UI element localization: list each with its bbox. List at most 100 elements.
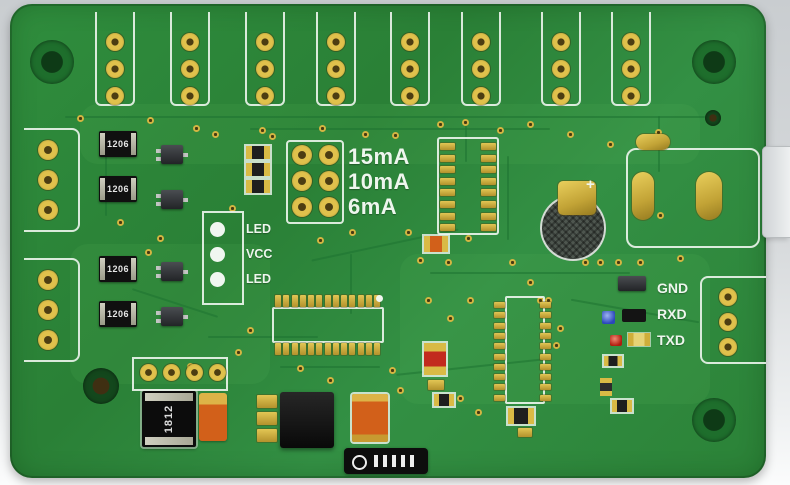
ic-footprint-outline (437, 137, 499, 235)
chip-black (622, 309, 646, 322)
diode-marking: 1206 (106, 184, 130, 194)
soic-pad (540, 343, 551, 349)
soic-pad (349, 343, 355, 355)
th-pad (186, 364, 203, 381)
copper-trace (507, 156, 509, 240)
soic-pad (494, 343, 505, 349)
th-pad (106, 87, 124, 105)
soic-pad (540, 333, 551, 339)
th-pad (472, 60, 490, 78)
top-connector-outline-7 (541, 12, 581, 106)
soic-pad (494, 323, 505, 329)
via (465, 235, 472, 242)
jumper-pad (292, 197, 312, 217)
soic-pad (300, 343, 306, 355)
top-connector-outline-3 (245, 12, 285, 106)
diode-1206-2: 1206 (99, 176, 137, 202)
th-pad (38, 140, 58, 160)
diode-terminal (100, 133, 105, 155)
ic-pad (440, 143, 455, 150)
th-pad (256, 87, 274, 105)
left-connector-outline-2 (24, 258, 80, 362)
via (349, 229, 356, 236)
barcode-label (344, 448, 428, 474)
resistor-red (424, 343, 446, 375)
via (567, 131, 574, 138)
cap-polarity-mark: + (586, 176, 595, 193)
sot23-body (161, 190, 183, 209)
via (247, 327, 254, 334)
via (117, 219, 124, 226)
diode-1206-4: 1206 (99, 301, 137, 327)
via (259, 127, 266, 134)
soic-pad (358, 295, 364, 307)
chip-small (428, 380, 444, 390)
via (269, 133, 276, 140)
via (362, 131, 369, 138)
th-pad (38, 300, 58, 320)
th-pad (38, 270, 58, 290)
soic-pad (540, 395, 551, 401)
top-connector-outline-6 (461, 12, 501, 106)
soic-pad (374, 343, 380, 355)
soic-pad (540, 302, 551, 308)
ic-pad (481, 189, 496, 196)
soic-pad (494, 333, 505, 339)
via (235, 349, 242, 356)
via (317, 237, 324, 244)
copper-trace (350, 254, 352, 314)
sot23-lead (156, 311, 162, 315)
soic-pad (300, 295, 306, 307)
th-pad (256, 33, 274, 51)
th-pad (552, 87, 570, 105)
soic-pad (341, 295, 347, 307)
soic-pad (494, 395, 505, 401)
tantalum-cap (352, 394, 388, 442)
via (327, 377, 334, 384)
soic-pad (494, 354, 505, 360)
via (537, 297, 544, 304)
led-spot (210, 272, 225, 287)
ic-pad (481, 155, 496, 162)
soic-pad (540, 364, 551, 370)
soic-pad (325, 343, 331, 355)
th-pad (622, 33, 640, 51)
soic-outline (272, 307, 384, 343)
inductor-terminal (145, 393, 193, 401)
soic-outline (505, 296, 545, 404)
ic-pad (481, 178, 496, 185)
sot23-body (618, 276, 646, 291)
via (655, 129, 662, 136)
silkscreen-led-label-bottom: LED (246, 272, 271, 286)
via (527, 279, 534, 286)
sot23-lead (182, 198, 188, 202)
via (607, 141, 614, 148)
top-connector-outline-8 (611, 12, 651, 106)
th-pad (181, 87, 199, 105)
silkscreen-gnd-label: GND (657, 280, 689, 296)
resistor-small (508, 408, 534, 424)
th-pad (327, 60, 345, 78)
via (597, 259, 604, 266)
copper-pour (400, 254, 710, 404)
jumper-outline (286, 140, 344, 224)
sot23-lead (182, 315, 188, 319)
diode-terminal (131, 133, 136, 155)
via (389, 367, 396, 374)
chip-small (518, 428, 532, 437)
th-pad (327, 87, 345, 105)
th-pad (181, 33, 199, 51)
jumper-pad (319, 145, 339, 165)
th-pad (106, 60, 124, 78)
via (193, 125, 200, 132)
sot23-lead (182, 153, 188, 157)
top-connector-outline-1 (95, 12, 135, 106)
soic-pad (333, 295, 339, 307)
regulator-body (280, 392, 334, 448)
jumper-option-10ma: 10mA (348, 169, 410, 194)
ic-pad (481, 143, 496, 150)
via (297, 365, 304, 372)
ic-pad (440, 166, 455, 173)
soic-pad (333, 343, 339, 355)
jumper-pad (292, 145, 312, 165)
